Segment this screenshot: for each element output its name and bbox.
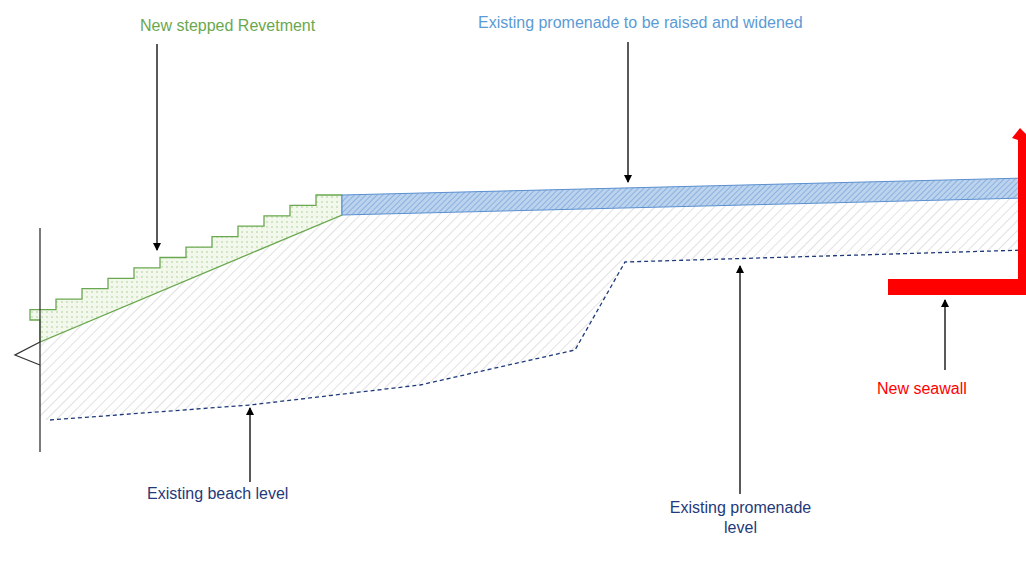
callout-label: New stepped Revetment <box>140 16 360 36</box>
existing-fill <box>40 198 1026 420</box>
callout-label: Existing promenade to be raised and wide… <box>478 13 878 33</box>
promenade-band <box>342 178 1026 215</box>
leader-arrow <box>249 408 250 482</box>
leader-arrow <box>156 44 157 250</box>
revetment-shape <box>30 195 342 342</box>
leader-arrow <box>627 42 628 182</box>
toe <box>15 342 40 365</box>
callout-label: New seawall <box>877 379 1017 399</box>
sheet-pile <box>39 228 40 452</box>
callout-label: Existing promenade level <box>668 498 813 538</box>
leader-arrow <box>739 266 740 494</box>
seawall <box>888 128 1026 295</box>
leader-arrow <box>944 300 945 370</box>
callout-label: Existing beach level <box>147 484 367 504</box>
